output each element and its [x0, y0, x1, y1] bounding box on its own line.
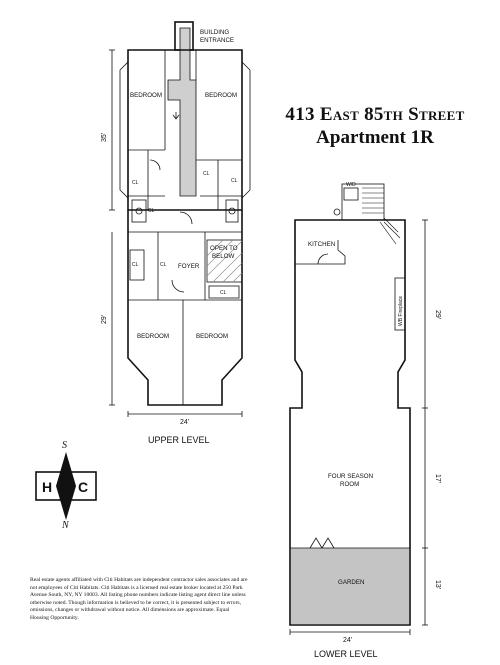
fireplace-label: WB Fireplace [398, 296, 404, 326]
logo-letter-h: H [42, 479, 52, 495]
room-label-foyer: FOYER [178, 263, 200, 270]
garden-door-icon [309, 537, 335, 549]
upper-level-plan: BUILDING ENTRANCE BEDROOM BEDROOM FOYER … [101, 21, 251, 445]
dimension-lower-main-height: 29' [434, 310, 441, 319]
closet-label: CL [148, 208, 155, 214]
garden-area [291, 548, 409, 624]
closet-label: CL [203, 171, 210, 177]
room-label-bedroom-bottom-left: BEDROOM [137, 333, 169, 340]
compass-needle-icon [56, 452, 76, 520]
logo-letter-c: C [78, 479, 88, 495]
room-label-open-to-below-1: OPEN TO [210, 245, 238, 252]
bath-left [131, 199, 147, 223]
closet-label: CL [231, 178, 238, 184]
dimension-lower-garden-height: 13' [434, 580, 441, 589]
closet-label: CL [132, 180, 139, 186]
upper-level-label: UPPER LEVEL [148, 435, 210, 445]
lower-wall-outline [289, 219, 411, 626]
side-bays [119, 61, 251, 199]
door-arc [179, 211, 193, 225]
fireplace-box [394, 277, 406, 331]
dimension-upper-top-height: 35' [101, 133, 108, 142]
dimension-lower-width: 24' [343, 637, 352, 644]
door-arc [149, 159, 161, 171]
room-label-bedroom-top-right: BEDROOM [205, 92, 237, 99]
logo-box-left [35, 471, 63, 501]
entry-arrow-icon [172, 112, 180, 120]
lower-level-label: LOWER LEVEL [314, 649, 378, 659]
entrance-hall-fill [167, 27, 197, 197]
room-label-wd: W/D [346, 182, 356, 188]
open-to-below-area [206, 239, 243, 283]
room-label-four-season-2: ROOM [340, 481, 359, 488]
building-entrance-label-1: BUILDING [200, 29, 229, 36]
stair-block [341, 183, 385, 221]
upper-wall-bottom [127, 210, 243, 406]
door-arc [171, 279, 185, 293]
compass-south-label: S [62, 440, 67, 451]
room-label-bedroom-bottom-right: BEDROOM [196, 333, 228, 340]
dimension-lower-room-height: 17' [434, 474, 441, 483]
closet-label: CL [132, 262, 139, 268]
room-label-bedroom-top-left: BEDROOM [130, 92, 162, 99]
room-label-kitchen: KITCHEN [308, 241, 335, 248]
lower-level-plan: W/D KITCHEN WB Fireplace FOUR SEASON ROO… [289, 182, 441, 659]
address-street: 413 East 85th Street [285, 104, 465, 125]
compass-logo: S N H C [35, 440, 97, 531]
dimension-upper-bottom-height: 29' [101, 315, 108, 324]
room-label-four-season-1: FOUR SEASON [328, 473, 373, 480]
bath-right [225, 199, 239, 223]
building-entrance-label-2: ENTRANCE [200, 37, 234, 44]
kitchen-counter [295, 240, 346, 265]
address-unit: Apartment 1R [316, 127, 434, 148]
dimension-upper-width: 24' [180, 419, 189, 426]
logo-box-right [69, 471, 97, 501]
room-label-open-to-below-2: BELOW [212, 253, 235, 260]
closet-label: CL [220, 290, 227, 296]
room-label-garden: GARDEN [338, 579, 364, 586]
closet-label: CL [160, 262, 167, 268]
legal-disclaimer: Real estate agents affiliated with Citi … [30, 577, 248, 621]
compass-north-label: N [61, 520, 70, 531]
